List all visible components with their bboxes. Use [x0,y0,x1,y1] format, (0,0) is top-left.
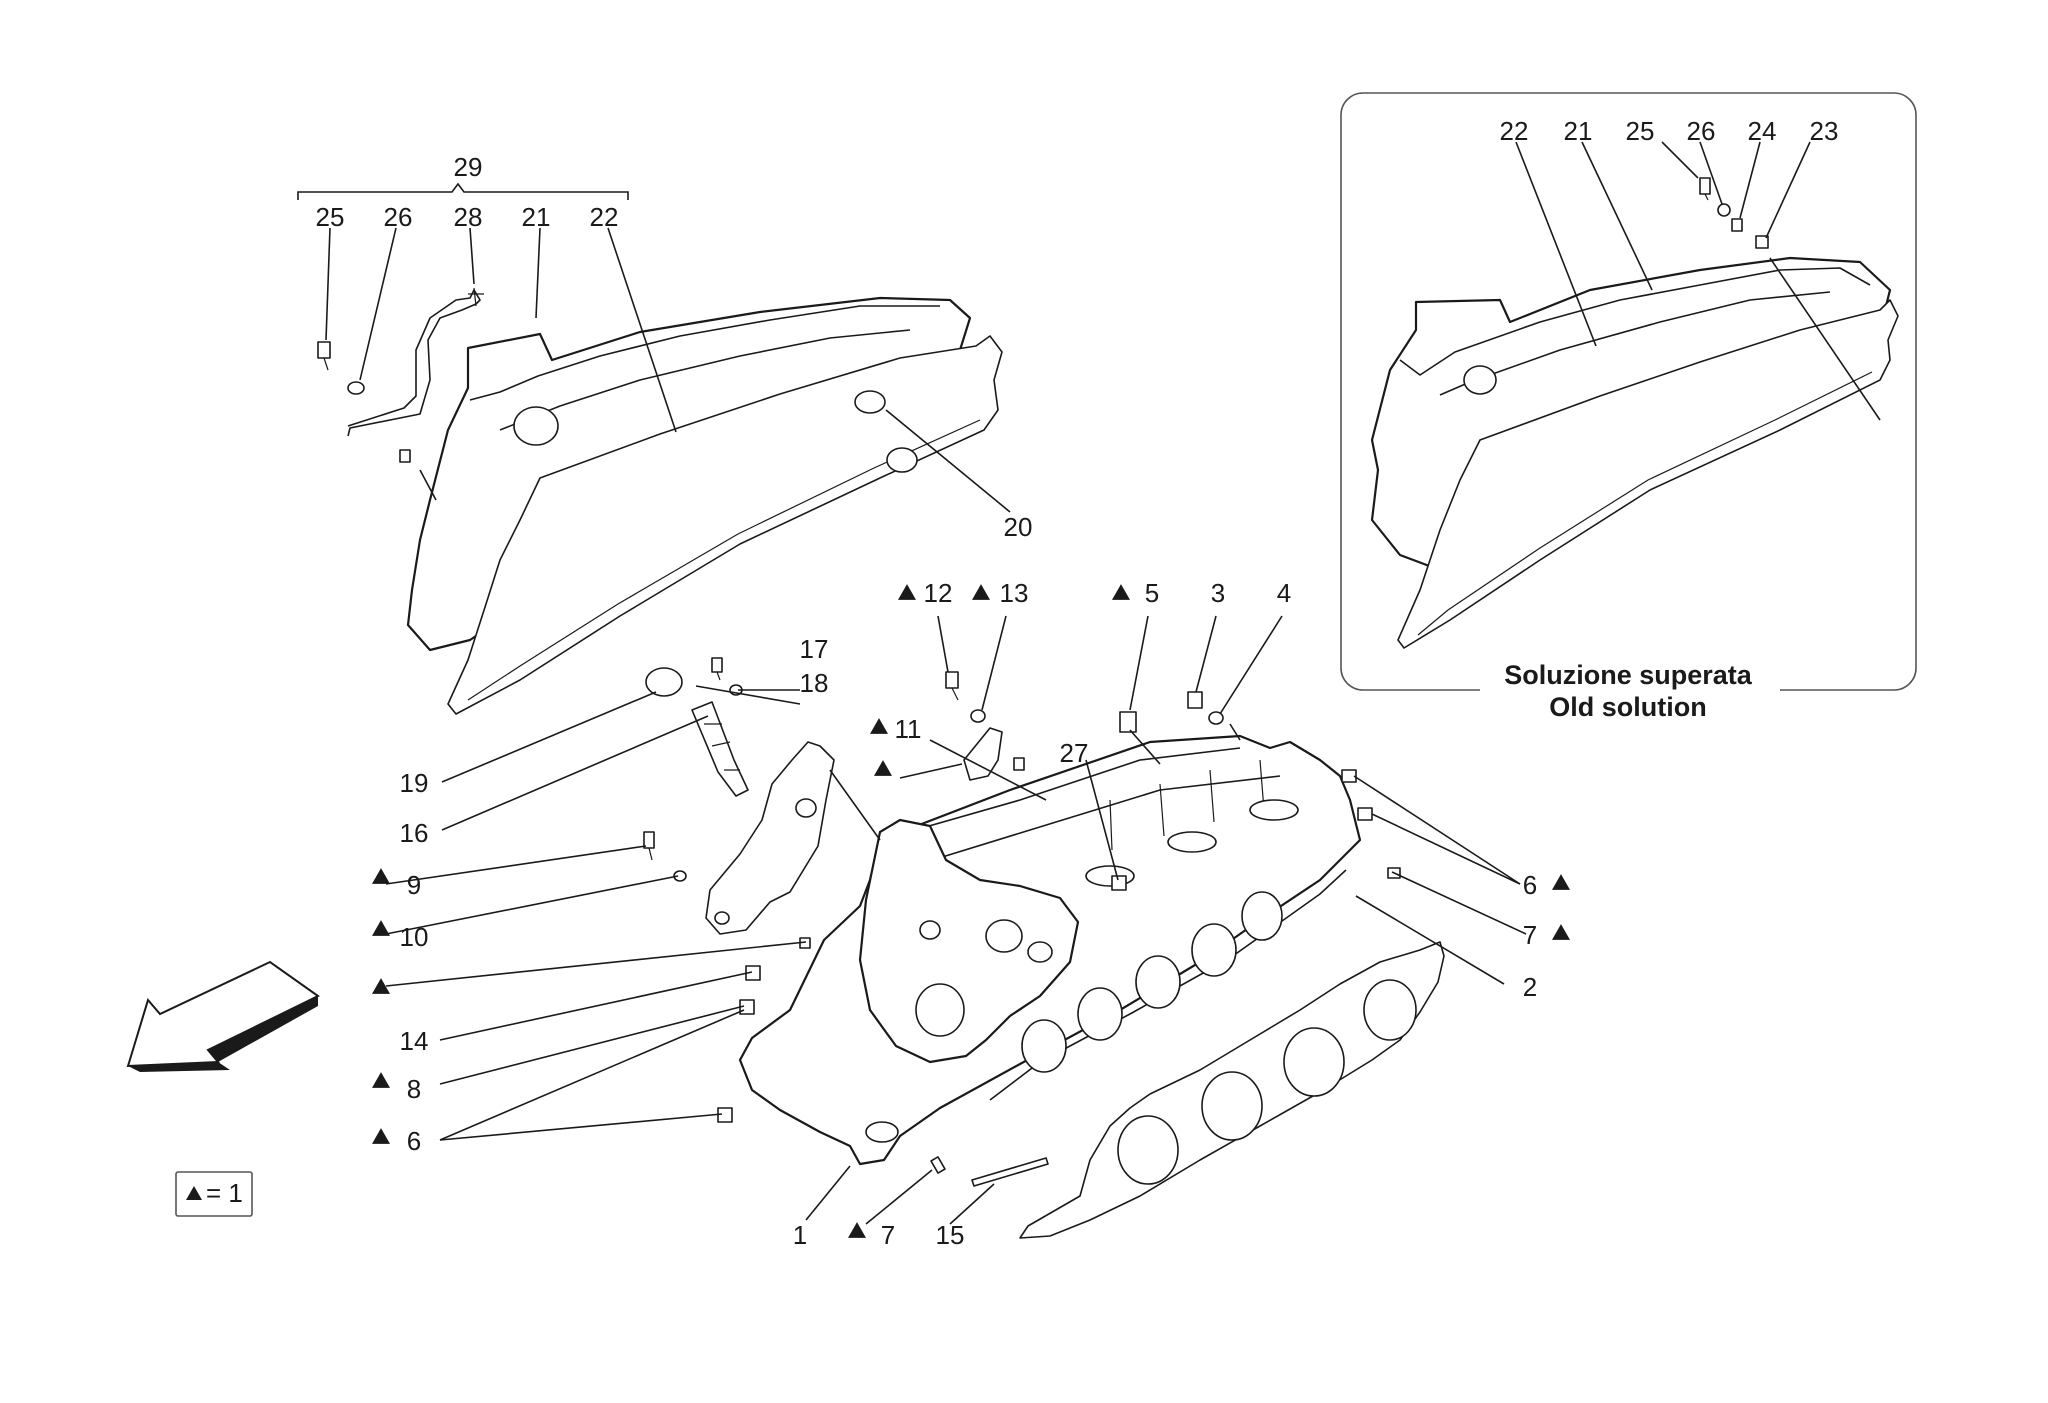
label-12: 12 [924,578,953,608]
inset-label-25: 25 [1626,116,1655,146]
label-7-bottom: 7 [881,1220,895,1250]
inset-label-24: 24 [1748,116,1777,146]
inset-old-solution: 22 21 25 26 24 23 Soluzione superata Old… [1340,92,1917,722]
label-11: 11 [895,714,922,744]
bracket-28 [347,289,481,437]
inset-caption-it: Soluzione superata [1504,660,1753,690]
bolt-9 [643,831,655,861]
inset-bolt [1699,177,1711,201]
stud-15 [971,1157,1049,1187]
direction-arrow-icon [126,960,320,1072]
label-5: 5 [1145,578,1159,608]
washer-26 [347,381,365,395]
cam-bracket [705,741,835,935]
label-1: 1 [793,1220,807,1250]
inset-label-26: 26 [1687,116,1716,146]
inset-caption-en: Old solution [1549,692,1706,722]
inset-label-22: 22 [1500,116,1529,146]
bolt-25 [317,341,331,371]
label-3: 3 [1211,578,1225,608]
inset-grommet [1731,218,1743,232]
dowel-6 [717,1107,733,1123]
label-10: 10 [400,922,429,952]
label-7-right: 7 [1523,920,1537,950]
label-13: 13 [1000,578,1029,608]
bracket-11 [963,727,1003,781]
label-6-left: 6 [407,1126,421,1156]
label-18: 18 [800,668,829,698]
legend-text: = 1 [206,1178,243,1208]
label-19: 19 [400,768,429,798]
bracket-stud [399,449,411,463]
bolt-17 [711,657,723,681]
inset-gasket [1397,299,1899,649]
washer-4 [1208,711,1224,725]
inset-washer [1717,203,1731,217]
label-2: 2 [1523,972,1537,1002]
pin-7a [930,1156,946,1174]
insert-27 [1111,875,1127,891]
label-9: 9 [407,870,421,900]
dowel-6b [1357,807,1373,821]
inset-spacer [1755,235,1769,249]
label-29: 29 [454,152,483,182]
plug-3 [1187,691,1203,709]
label-8: 8 [407,1074,421,1104]
label-22: 22 [590,202,619,232]
inset-label-23: 23 [1810,116,1839,146]
label-28: 28 [454,202,483,232]
timing-housing [858,818,1080,1064]
label-20: 20 [1004,512,1033,542]
plug-5 [1119,711,1137,733]
plug-20a [854,390,886,414]
label-6-right: 6 [1523,870,1537,900]
valve-cover-gasket [447,335,1003,715]
label-15: 15 [936,1220,965,1250]
label-14: 14 [400,1026,429,1056]
washer-13 [970,709,986,723]
seal-19 [645,667,683,697]
label-4: 4 [1277,578,1291,608]
plug-20b [886,447,918,473]
pin-11 [1013,757,1025,771]
group-bracket-29 [297,182,629,200]
solenoid-16 [691,701,749,797]
label-27: 27 [1060,738,1089,768]
dowel-6a [1341,769,1357,783]
valve-cover-assembly: 29 25 26 28 21 22 20 [297,152,1033,715]
label-21: 21 [522,202,551,232]
bolt-12 [945,671,959,701]
cylinder-head-assembly: 17 18 19 16 9 10 14 8 6 1 7 15 2 7 6 27 … [372,578,1570,1250]
label-25: 25 [316,202,345,232]
legend-box: = 1 [175,1171,253,1217]
label-26: 26 [384,202,413,232]
label-17: 17 [800,634,829,664]
label-16: 16 [400,818,429,848]
inset-label-21: 21 [1564,116,1593,146]
